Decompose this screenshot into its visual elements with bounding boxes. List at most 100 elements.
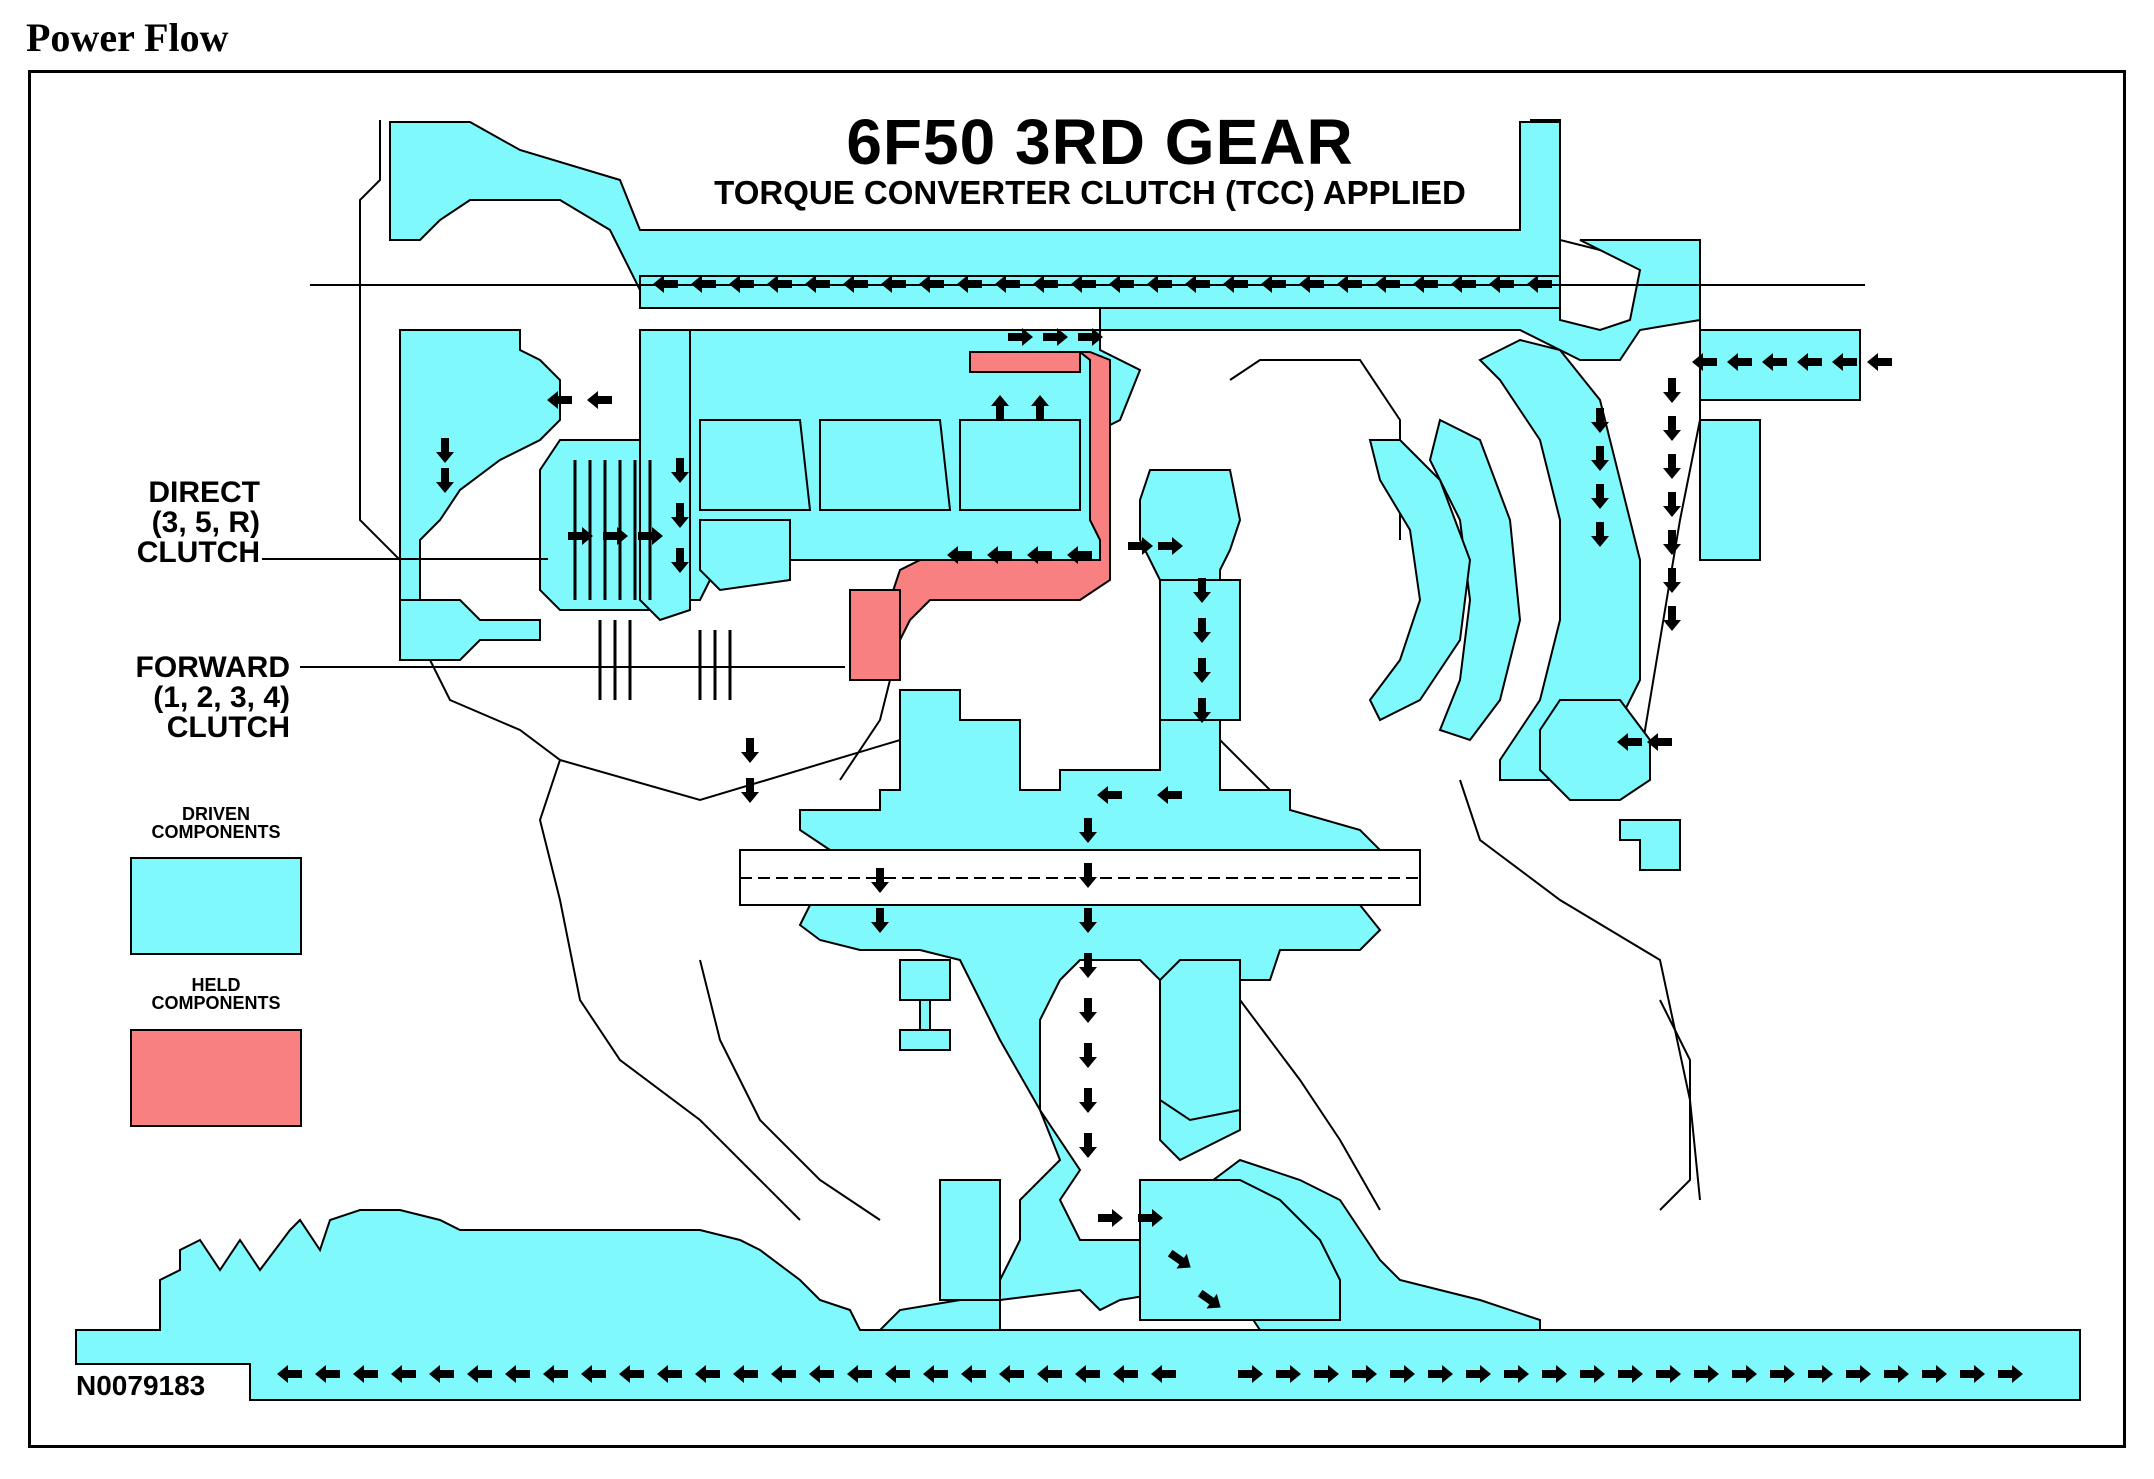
flow-arrow: [353, 1365, 378, 1383]
flow-arrow: [1075, 1365, 1100, 1383]
flow-arrow: [1375, 275, 1400, 293]
flow-arrow: [1079, 1133, 1097, 1158]
diagram-frame: [28, 70, 2126, 1448]
flow-arrow: [671, 548, 689, 573]
legend-driven-label: DRIVEN COMPONENTS: [96, 805, 336, 841]
flow-arrow: [1138, 1209, 1163, 1227]
flow-arrow: [436, 468, 454, 493]
flow-arrow: [1960, 1365, 1985, 1383]
flow-arrow: [1413, 275, 1438, 293]
flow-arrow: [1618, 1365, 1643, 1383]
flow-arrow: [1109, 275, 1134, 293]
flow-arrow: [568, 527, 593, 545]
flow-arrow: [1008, 328, 1033, 346]
held-components: [849, 351, 1111, 681]
flow-arrow: [1157, 786, 1182, 804]
flow-arrow: [1732, 1365, 1757, 1383]
flow-arrow: [1071, 275, 1096, 293]
flow-arrow: [1037, 1365, 1062, 1383]
flow-arrow: [1466, 1365, 1491, 1383]
flow-arrow: [991, 395, 1009, 420]
flow-arrow: [1197, 1289, 1221, 1309]
flow-arrow: [1079, 1043, 1097, 1068]
flow-arrow: [1158, 537, 1183, 555]
legend-held-label: HELD COMPONENTS: [96, 976, 336, 1012]
flow-arrow: [1663, 530, 1681, 555]
flow-arrow: [315, 1365, 340, 1383]
flow-arrow: [543, 1365, 568, 1383]
legend-line: COMPONENTS: [151, 822, 281, 842]
flow-arrow: [1591, 408, 1609, 433]
flow-arrow: [1078, 328, 1103, 346]
flow-arrow: [436, 438, 454, 463]
flow-arrow: [1656, 1365, 1681, 1383]
page-title: Power Flow: [26, 15, 229, 60]
flow-arrow: [999, 1365, 1024, 1383]
flow-arrow: [741, 778, 759, 803]
flow-arrow: [638, 527, 663, 545]
flow-arrow: [729, 275, 754, 293]
flow-arrow: [1808, 1365, 1833, 1383]
flow-arrow: [1027, 546, 1052, 564]
flow-arrow: [1079, 908, 1097, 933]
flow-arrow: [881, 275, 906, 293]
flow-arrow: [1079, 818, 1097, 843]
flow-arrow: [947, 546, 972, 564]
flow-arrow: [653, 275, 678, 293]
flow-arrow: [1193, 658, 1211, 683]
flow-arrow: [1079, 998, 1097, 1023]
flow-arrow: [1033, 275, 1058, 293]
flow-arrow: [467, 1365, 492, 1383]
flow-arrow: [1276, 1365, 1301, 1383]
flow-arrow: [1770, 1365, 1795, 1383]
flow-arrow: [1031, 395, 1049, 420]
flow-arrow: [1922, 1365, 1947, 1383]
flow-arrow: [1663, 454, 1681, 479]
flow-arrow: [1998, 1365, 2023, 1383]
flow-arrow: [1193, 618, 1211, 643]
legend-held-swatch: [130, 1029, 302, 1127]
diagram-title: 6F50 3RD GEAR: [846, 106, 1354, 178]
flow-arrow: [671, 458, 689, 483]
flow-arrow: [1663, 492, 1681, 517]
flow-arrow: [1390, 1365, 1415, 1383]
flow-arrow: [603, 527, 628, 545]
flow-arrow: [809, 1365, 834, 1383]
clutch-plates: [573, 460, 732, 700]
flow-arrow: [619, 1365, 644, 1383]
callout-leaders: [262, 558, 845, 668]
flow-arrow: [1591, 484, 1609, 509]
flow-arrow: [1591, 522, 1609, 547]
flow-arrow: [1193, 578, 1211, 603]
flow-arrow: [1663, 416, 1681, 441]
flow-arrow: [871, 868, 889, 893]
flow-arrow: [657, 1365, 682, 1383]
flow-arrow: [771, 1365, 796, 1383]
flow-arrow: [1591, 446, 1609, 471]
flow-arrow: [505, 1365, 530, 1383]
flow-arrow: [1238, 1365, 1263, 1383]
callout-line: CLUTCH: [136, 536, 260, 569]
flow-arrow: [1504, 1365, 1529, 1383]
flow-arrow: [1867, 353, 1892, 371]
legend-line: COMPONENTS: [151, 993, 281, 1013]
flow-arrow: [885, 1365, 910, 1383]
flow-arrow: [1261, 275, 1286, 293]
flow-arrow: [1797, 353, 1822, 371]
legend-line: DRIVEN: [181, 804, 250, 824]
callout-line: FORWARD: [135, 651, 290, 684]
flow-arrow: [1043, 328, 1068, 346]
flow-arrow: [1580, 1365, 1605, 1383]
flow-arrow: [1128, 537, 1153, 555]
flow-arrow: [1647, 733, 1672, 751]
legend-line: HELD: [191, 975, 241, 995]
flow-arrow: [733, 1365, 758, 1383]
flow-arrow: [1527, 275, 1552, 293]
flow-arrow: [1299, 275, 1324, 293]
forward-clutch-label: FORWARD (1, 2, 3, 4) CLUTCH: [70, 653, 290, 743]
flow-arrow: [843, 275, 868, 293]
flow-arrow: [995, 275, 1020, 293]
flow-arrow: [1079, 1088, 1097, 1113]
flow-arrow: [767, 275, 792, 293]
